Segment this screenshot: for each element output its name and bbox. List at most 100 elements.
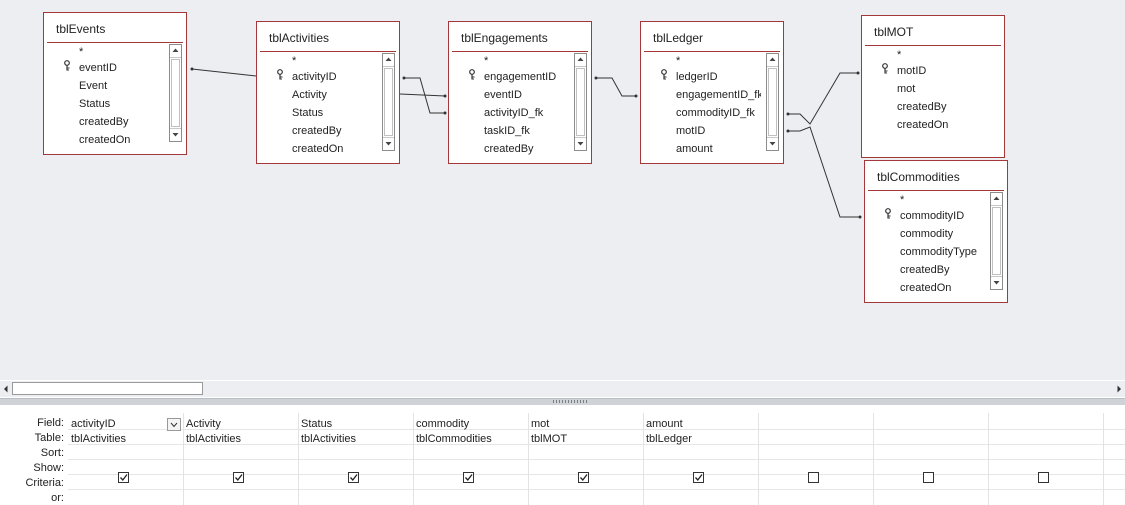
table-cell[interactable]: tblCommodities (416, 433, 492, 445)
field-cell[interactable] (876, 417, 985, 432)
table-cell[interactable]: tblActivities (186, 433, 242, 445)
table-cell[interactable] (761, 432, 870, 447)
vertical-scrollbar[interactable] (574, 53, 587, 151)
table-cell[interactable] (991, 432, 1100, 447)
field-item[interactable]: createdOn (292, 143, 344, 155)
field-item[interactable]: commodity (900, 228, 954, 240)
query-design-area[interactable]: tblEvents * eventID Event Status created… (0, 0, 1125, 380)
field-cell[interactable]: Status (301, 418, 333, 430)
vertical-scrollbar[interactable] (766, 53, 779, 151)
field-item[interactable]: createdOn (897, 119, 949, 131)
show-checkbox[interactable] (463, 472, 474, 483)
grid-column-7[interactable] (758, 413, 874, 505)
table-box-engagements[interactable]: tblEngagements * engagementID eventID ac… (448, 21, 592, 164)
field-item[interactable]: createdBy (79, 116, 129, 128)
grid-column-2[interactable]: Activity tblActivities (183, 413, 299, 505)
field-item[interactable]: amount (676, 143, 713, 155)
vertical-scrollbar[interactable] (990, 192, 1003, 290)
pane-splitter[interactable] (0, 398, 1125, 405)
field-item[interactable]: * (900, 194, 905, 206)
field-item[interactable]: createdBy (292, 125, 342, 137)
field-item[interactable]: engagementID_fk (676, 89, 761, 101)
scroll-down-arrow-icon[interactable] (170, 128, 181, 141)
field-item[interactable]: * (897, 49, 902, 61)
field-list[interactable]: * activityID Activity Status createdBy c… (262, 54, 377, 158)
field-item[interactable]: eventID (484, 89, 522, 101)
show-checkbox[interactable] (578, 472, 589, 483)
scroll-thumb[interactable] (171, 59, 180, 127)
scroll-thumb[interactable] (12, 382, 203, 395)
field-item[interactable]: createdOn (900, 282, 952, 294)
field-item[interactable]: commodityID_fk (676, 107, 755, 119)
field-item[interactable]: Status (79, 98, 111, 110)
field-cell[interactable]: activityID (71, 418, 116, 430)
field-list[interactable]: * eventID Event Status createdBy created… (49, 45, 164, 149)
field-item[interactable]: activityID (262, 68, 377, 86)
field-item[interactable]: commodityID (870, 207, 985, 225)
field-item[interactable]: * (484, 55, 489, 67)
scroll-down-arrow-icon[interactable] (991, 276, 1002, 289)
field-cell[interactable]: mot (531, 418, 550, 430)
grid-column-9[interactable] (988, 413, 1104, 505)
field-list[interactable]: * motID mot createdBy createdOn (867, 48, 998, 134)
field-item[interactable]: createdBy (900, 264, 950, 276)
scroll-thumb[interactable] (384, 68, 393, 136)
scroll-thumb[interactable] (992, 207, 1001, 275)
table-cell[interactable]: tblActivities (71, 433, 127, 445)
show-checkbox[interactable] (1038, 472, 1049, 483)
scroll-down-arrow-icon[interactable] (383, 137, 394, 150)
grid-column-3[interactable]: Status tblActivities (298, 413, 414, 505)
table-cell[interactable]: tblActivities (301, 433, 357, 445)
grid-column-4[interactable]: commodity tblCommodities (413, 413, 529, 505)
scroll-down-arrow-icon[interactable] (767, 137, 778, 150)
field-cell[interactable]: commodity (416, 418, 470, 430)
field-item[interactable]: motID (676, 125, 706, 137)
field-list[interactable]: * commodityID commodity commodityType cr… (870, 193, 985, 297)
table-box-events[interactable]: tblEvents * eventID Event Status created… (43, 12, 187, 155)
field-item[interactable]: Status (292, 107, 324, 119)
field-item[interactable]: taskID_fk (484, 125, 530, 137)
vertical-scrollbar[interactable] (169, 44, 182, 142)
table-box-mot[interactable]: tblMOT * motID mot createdBy createdOn (861, 15, 1005, 158)
show-checkbox[interactable] (693, 472, 704, 483)
field-item[interactable]: eventID (49, 59, 164, 77)
scroll-up-arrow-icon[interactable] (991, 193, 1002, 206)
scroll-up-arrow-icon[interactable] (170, 45, 181, 58)
grid-column-1[interactable]: activityID tblActivities (68, 413, 184, 505)
field-item[interactable]: * (676, 55, 681, 67)
field-item[interactable]: createdBy (484, 143, 534, 155)
scroll-up-arrow-icon[interactable] (767, 54, 778, 67)
scroll-thumb[interactable] (768, 68, 777, 136)
scroll-thumb[interactable] (576, 68, 585, 136)
field-cell[interactable]: amount (646, 418, 683, 430)
show-checkbox[interactable] (808, 472, 819, 483)
field-list[interactable]: * engagementID eventID activityID_fk tas… (454, 54, 569, 158)
table-box-commodities[interactable]: tblCommodities * commodityID commodity c… (864, 160, 1008, 303)
table-cell[interactable]: tblMOT (531, 433, 568, 445)
field-item[interactable]: createdBy (897, 101, 947, 113)
horizontal-scrollbar[interactable] (0, 381, 1125, 397)
field-cell[interactable] (991, 417, 1100, 432)
scroll-down-arrow-icon[interactable] (575, 137, 586, 150)
splitter-grip-icon[interactable] (553, 400, 589, 403)
query-design-grid[interactable]: Field: Table: Sort: Show: Criteria: or: … (0, 405, 1125, 505)
grid-column-10[interactable] (1103, 413, 1125, 505)
field-item[interactable]: motID (867, 62, 998, 80)
field-item[interactable]: createdOn (79, 134, 131, 146)
table-cell[interactable] (876, 432, 985, 447)
field-dropdown-arrow-icon[interactable] (167, 418, 181, 431)
scroll-up-arrow-icon[interactable] (383, 54, 394, 67)
show-checkbox[interactable] (233, 472, 244, 483)
grid-column-8[interactable] (873, 413, 989, 505)
scroll-up-arrow-icon[interactable] (575, 54, 586, 67)
table-box-activities[interactable]: tblActivities * activityID Activity Stat… (256, 21, 400, 164)
scroll-left-arrow-icon[interactable] (0, 382, 12, 396)
field-item[interactable]: ledgerID (646, 68, 761, 86)
show-checkbox[interactable] (348, 472, 359, 483)
field-item[interactable]: * (79, 46, 84, 58)
field-item[interactable]: * (292, 55, 297, 67)
field-item[interactable]: engagementID (454, 68, 569, 86)
field-cell[interactable]: Activity (186, 418, 221, 430)
field-list[interactable]: * ledgerID engagementID_fk commodityID_f… (646, 54, 761, 158)
field-cell[interactable] (761, 417, 870, 432)
